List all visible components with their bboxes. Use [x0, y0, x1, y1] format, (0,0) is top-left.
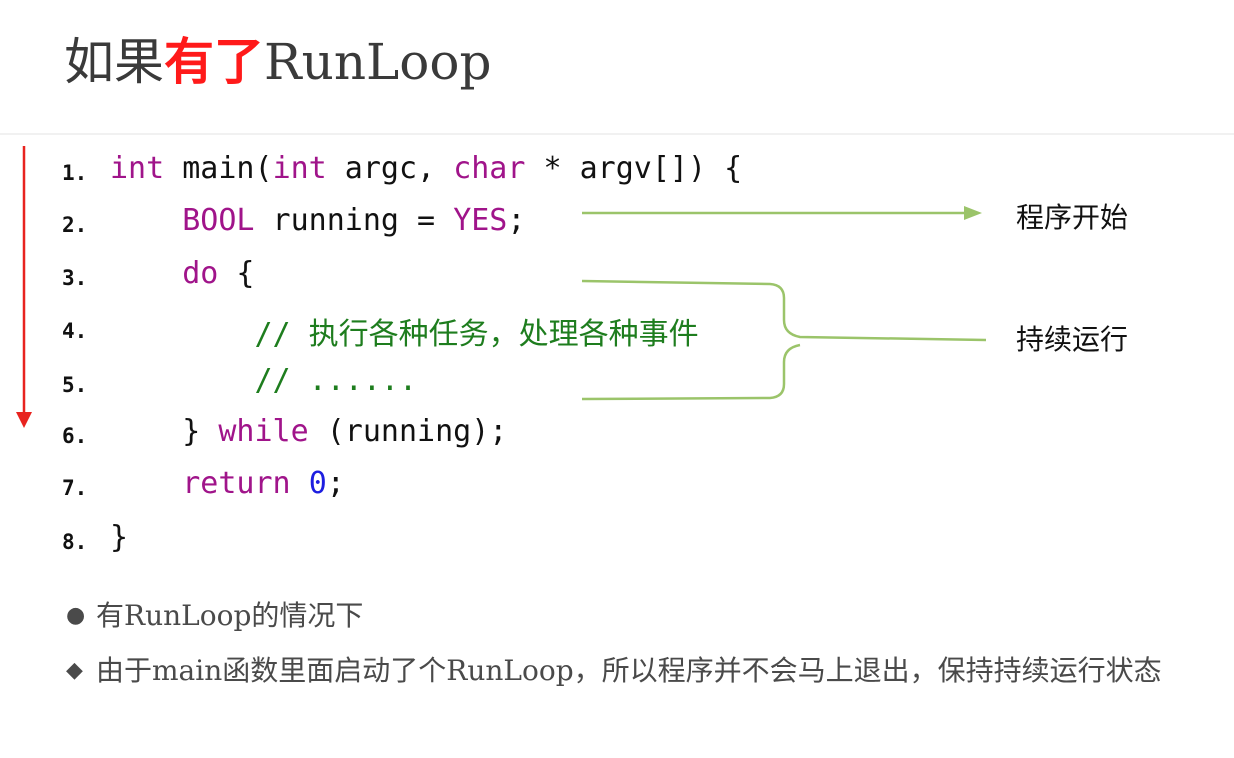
code-text: do { — [110, 256, 255, 291]
bullet-list: ● 有RunLoop的情况下 ◆ 由于main函数里面启动了个RunLoop，所… — [66, 596, 1176, 691]
line-number: 6. — [62, 424, 88, 448]
code-token: } — [110, 520, 129, 555]
line-number: 7. — [62, 476, 88, 500]
code-token: ; — [326, 466, 345, 501]
bullet-item: ◆ 由于main函数里面启动了个RunLoop，所以程序并不会马上退出，保持持续… — [66, 651, 1176, 691]
code-text: BOOL running = YES; — [110, 203, 525, 238]
code-token — [110, 466, 182, 501]
code-token: // ...... — [254, 363, 418, 398]
code-text: return 0; — [110, 466, 345, 501]
bullet-diamond-icon: ◆ — [66, 658, 83, 683]
code-token: 0 — [308, 466, 327, 501]
bullet-item: ● 有RunLoop的情况下 — [66, 596, 1176, 636]
code-token: int — [272, 151, 327, 186]
code-token — [110, 363, 255, 398]
line-number: 2. — [62, 213, 88, 237]
code-text: // ...... — [110, 363, 418, 398]
code-token: int — [110, 151, 165, 186]
code-token: } — [110, 414, 219, 449]
label-program-start: 程序开始 — [1016, 201, 1129, 234]
code-token — [291, 466, 309, 501]
code-token: return — [182, 466, 291, 501]
flow-arrow-head — [16, 412, 32, 428]
code-token — [110, 256, 182, 291]
line-number: 1. — [62, 161, 88, 185]
title-highlight: 有了 — [164, 32, 264, 91]
bullet-text: 有RunLoop的情况下 — [96, 599, 364, 632]
code-token: ; — [507, 203, 526, 238]
line-number: 8. — [62, 530, 88, 554]
line-number: 3. — [62, 266, 88, 290]
code-token — [110, 317, 255, 352]
code-token: (running); — [308, 414, 508, 449]
code-token: main( — [164, 151, 273, 186]
line-number: 5. — [62, 373, 88, 397]
bullet-text: 由于main函数里面启动了个RunLoop，所以程序并不会马上退出，保持持续运行… — [96, 654, 1162, 687]
code-token: running = — [254, 203, 454, 238]
title-divider — [0, 133, 1234, 135]
code-token: BOOL — [182, 203, 255, 238]
code-token: do — [182, 256, 219, 291]
title-suffix: RunLoop — [264, 33, 492, 91]
title-prefix: 如果 — [64, 33, 164, 91]
code-text: } while (running); — [110, 414, 507, 449]
code-text: int main(int argc, char * argv[]) { — [110, 151, 742, 186]
code-token — [110, 203, 182, 238]
annotation-graphics — [16, 146, 987, 428]
code-token: YES — [453, 203, 508, 238]
code-block: 1.int main(int argc, char * argv[]) {2. … — [62, 151, 742, 555]
code-token: // 执行各种任务，处理各种事件 — [254, 317, 699, 352]
slide-title: 如果有了RunLoop — [64, 26, 491, 98]
code-text: // 执行各种任务，处理各种事件 — [110, 309, 699, 353]
code-token: * argv[]) { — [525, 151, 743, 186]
code-text: } — [110, 520, 128, 555]
code-token: while — [218, 414, 309, 449]
line-number: 4. — [62, 319, 88, 343]
code-token: { — [218, 256, 255, 291]
bullet-dot-icon: ● — [66, 603, 86, 628]
loop-brace — [581, 279, 987, 401]
label-keep-running: 持续运行 — [1016, 323, 1129, 356]
code-token: char — [453, 151, 526, 186]
code-token: argc, — [326, 151, 454, 186]
start-arrow-head — [964, 206, 982, 220]
